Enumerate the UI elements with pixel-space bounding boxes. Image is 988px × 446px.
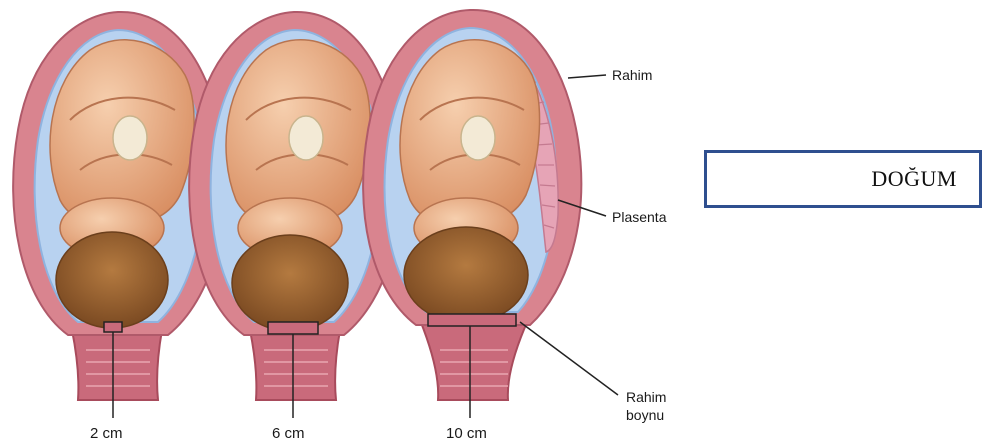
label-cervix-line2: boynu bbox=[626, 407, 664, 423]
label-placenta: Plasenta bbox=[612, 209, 667, 225]
dilation-label-10cm: 10 cm bbox=[446, 425, 487, 442]
cervix-canal bbox=[420, 320, 528, 400]
stage-10cm: 10 cm bbox=[363, 10, 581, 442]
dilation-label-2cm: 2 cm bbox=[90, 425, 123, 442]
umbilical-cord bbox=[461, 116, 495, 160]
baby-head bbox=[232, 235, 348, 331]
label-cervix-line1: Rahim bbox=[626, 389, 666, 405]
umbilical-cord bbox=[289, 116, 323, 160]
title-box: DOĞUM bbox=[704, 150, 982, 208]
dilation-label-6cm: 6 cm bbox=[272, 425, 305, 442]
page-title: DOĞUM bbox=[871, 166, 957, 192]
label-uterus: Rahim bbox=[612, 67, 652, 83]
cervix-canal bbox=[72, 330, 162, 400]
baby-head bbox=[56, 232, 168, 328]
baby-head bbox=[404, 227, 528, 323]
umbilical-cord bbox=[113, 116, 147, 160]
cervix-canal bbox=[250, 330, 340, 400]
